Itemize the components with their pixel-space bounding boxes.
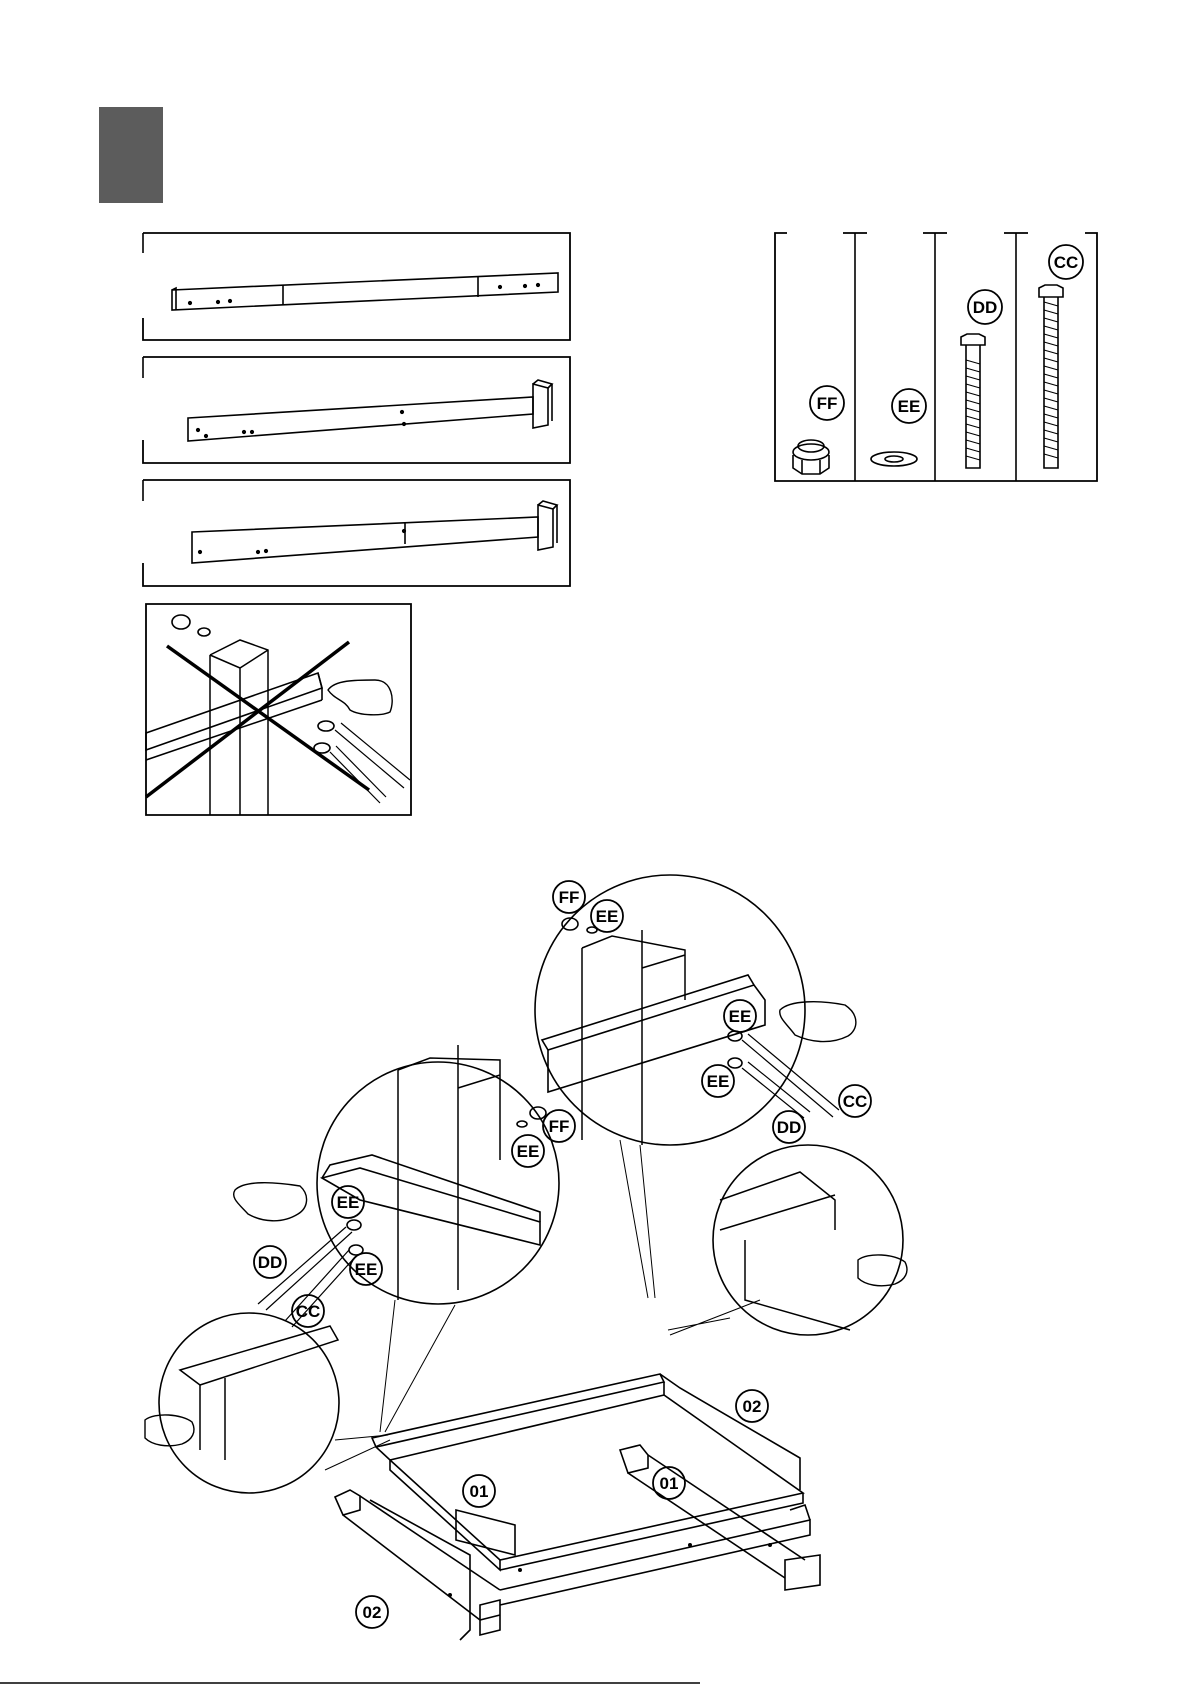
label-02: 02 xyxy=(363,1603,382,1622)
leader-lines xyxy=(325,1140,760,1470)
label-dd: DD xyxy=(258,1253,283,1272)
part-box-beam-a xyxy=(143,357,570,463)
bolt-dd-icon xyxy=(961,334,985,468)
washer-ee-icon xyxy=(871,452,917,466)
part-box-rail xyxy=(143,233,570,340)
nut-ff-icon xyxy=(793,440,829,474)
label-dd: DD xyxy=(777,1118,802,1137)
label-dd: DD xyxy=(973,298,998,317)
label-ee: EE xyxy=(517,1142,540,1161)
detail-circle-left xyxy=(234,1045,559,1327)
label-ff: FF xyxy=(549,1117,570,1136)
label-ff: FF xyxy=(559,888,580,907)
incorrect-assembly-box xyxy=(146,604,411,815)
part-box-beam-b xyxy=(143,480,570,586)
label-cc: CC xyxy=(843,1092,868,1111)
bolt-cc-icon xyxy=(1039,285,1063,468)
label-cc: CC xyxy=(1054,253,1079,272)
label-ee: EE xyxy=(355,1260,378,1279)
label-01: 01 xyxy=(660,1474,679,1493)
label-ee: EE xyxy=(596,907,619,926)
label-ee: EE xyxy=(337,1193,360,1212)
label-cc: CC xyxy=(296,1302,321,1321)
label-ff: FF xyxy=(817,394,838,413)
detail-circle-top xyxy=(535,875,856,1145)
label-ee: EE xyxy=(898,397,921,416)
hardware-box xyxy=(775,233,1097,481)
label-ee: EE xyxy=(729,1007,752,1026)
label-02: 02 xyxy=(743,1397,762,1416)
label-01: 01 xyxy=(470,1482,489,1501)
label-ee: EE xyxy=(707,1072,730,1091)
callout-circles xyxy=(254,245,1083,1628)
detail-circle-bottom-left xyxy=(145,1313,339,1493)
